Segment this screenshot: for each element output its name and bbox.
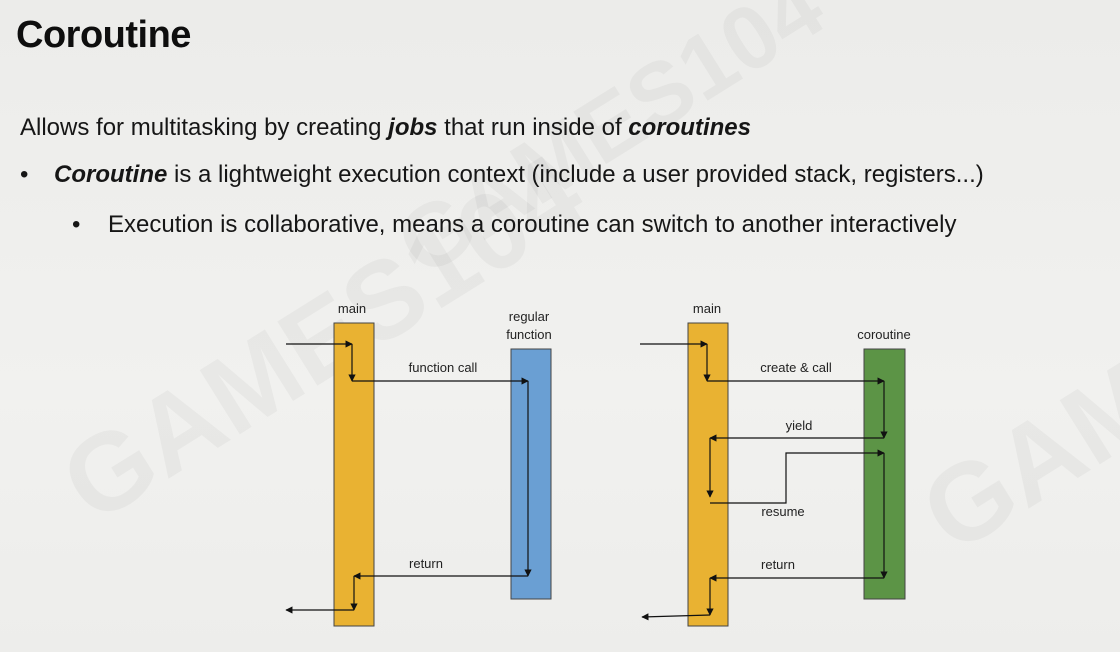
regular-function-timeline-bar [510,348,552,600]
coroutine-label: coroutine [857,327,910,342]
function-call-label: function call [409,360,478,375]
coroutine-diagram: main coroutine create & call yield resum… [640,301,911,627]
main-label: main [338,301,366,316]
main-label: main [693,301,721,316]
exit-arrow [641,613,711,621]
bullet-text: Execution is collaborative, means a coro… [108,211,957,238]
intro-middle: that run inside of [437,114,629,141]
intro-coroutines: coroutines [628,114,751,141]
create-call-label: create & call [760,360,832,375]
resume-label: resume [761,504,804,519]
slide-title: Coroutine [16,14,191,56]
bullet-marker: • [72,211,81,238]
resume-arrow [710,449,885,504]
main-timeline-bar [687,322,729,627]
intro-jobs: jobs [388,114,438,141]
regular-function-diagram: main regular function function call retu… [285,301,552,627]
bullet-marker: • [20,161,29,188]
bullet-coroutine-definition: • Coroutine is a lightweight execution co… [20,161,984,189]
regular-function-label: function [506,327,552,342]
yield-label: yield [786,418,813,433]
return-label: return [761,557,795,572]
regular-function-label: regular [509,309,550,324]
bullet-collaborative: • Execution is collaborative, means a cor… [72,211,956,239]
bullet-text: is a lightweight execution context (incl… [167,161,984,188]
return-label: return [409,556,443,571]
bullet-term: Coroutine [54,161,168,188]
intro-prefix: Allows for multitasking by creating [20,114,389,141]
intro-text: Allows for multitasking by creating jobs… [20,114,751,142]
